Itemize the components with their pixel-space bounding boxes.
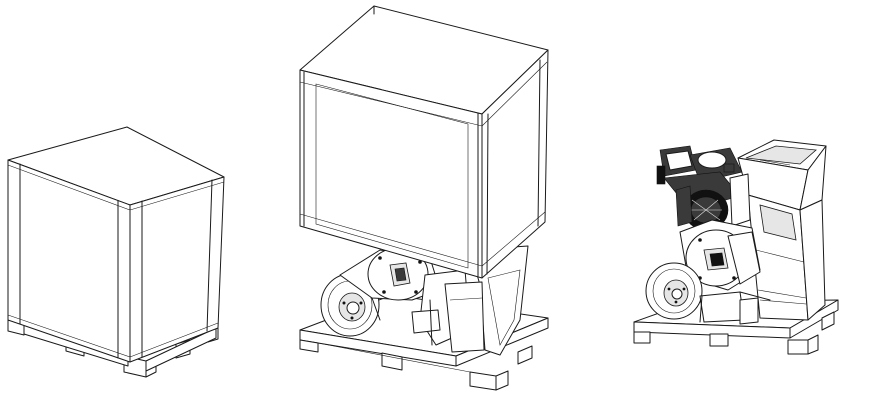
crate-side	[129, 176, 225, 363]
closed-crate-drawing	[7, 126, 225, 378]
frame-3	[699, 291, 807, 325]
engine-3	[656, 145, 751, 231]
unpacked-chipper-drawing	[633, 139, 839, 355]
wheel-3	[645, 262, 703, 320]
chute-3	[747, 194, 826, 321]
hopper-3	[737, 139, 827, 211]
drum-3	[679, 219, 761, 291]
crate-lifted-drawing	[299, 5, 549, 391]
lifted-crate	[299, 5, 549, 279]
